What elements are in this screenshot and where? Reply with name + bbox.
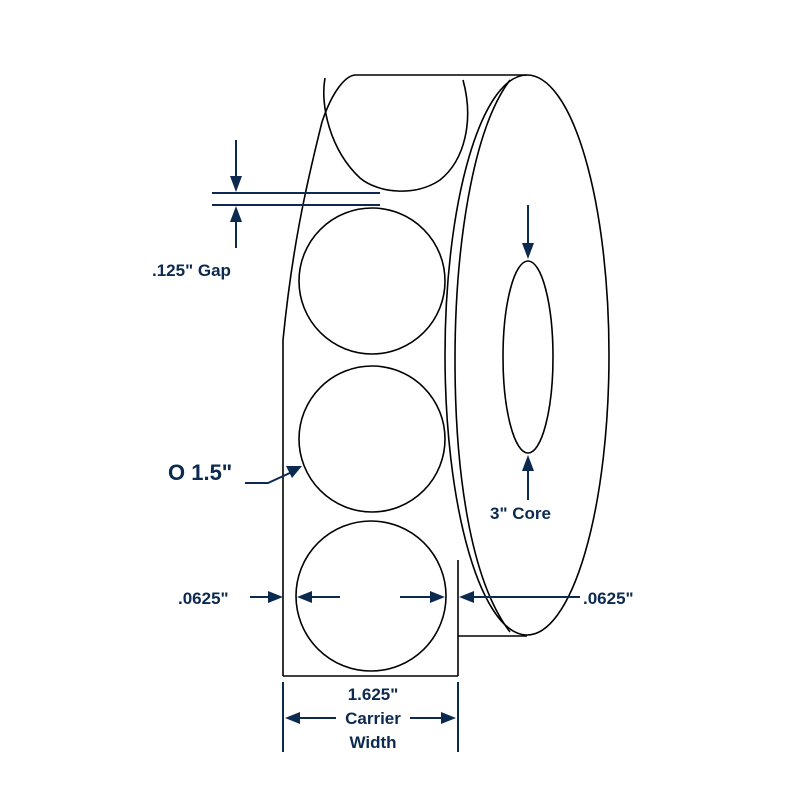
carrier-width-right-arrow-icon bbox=[441, 712, 456, 724]
diameter-arrow-icon bbox=[286, 466, 302, 478]
label-circle-top-partial bbox=[322, 77, 469, 192]
core-arrow-up-icon bbox=[522, 455, 534, 471]
carrier-strip bbox=[282, 340, 459, 677]
roll-rim-curve bbox=[454, 79, 511, 633]
roll-side-face bbox=[444, 74, 610, 636]
gap-arrow-up-icon bbox=[230, 206, 242, 222]
label-circle bbox=[295, 520, 447, 672]
gap-dimension: .125" Gap bbox=[152, 140, 380, 280]
core-dimension: 3" Core bbox=[490, 205, 551, 523]
label-circle bbox=[298, 207, 446, 355]
diameter-dimension: O 1.5" bbox=[168, 460, 302, 485]
roll-core-hole bbox=[502, 260, 554, 454]
margin-right-outer-arrow-icon bbox=[459, 591, 474, 603]
core-arrow-down-icon bbox=[522, 243, 534, 259]
roll-body bbox=[282, 74, 610, 637]
margin-right-inner-arrow-icon bbox=[430, 591, 445, 603]
label-circle bbox=[298, 365, 446, 513]
margin-left-inner-arrow-icon bbox=[297, 591, 312, 603]
roll-left-curve bbox=[282, 121, 323, 341]
gap-label: .125" Gap bbox=[152, 261, 231, 280]
margin-left-label: .0625" bbox=[178, 589, 229, 608]
carrier-width-label-width: Width bbox=[349, 733, 396, 752]
margin-right-label: .0625" bbox=[583, 589, 634, 608]
margin-left-outer-arrow-icon bbox=[268, 591, 283, 603]
gap-arrow-down-icon bbox=[230, 176, 242, 192]
diameter-leader-line bbox=[245, 471, 293, 484]
core-label: 3" Core bbox=[490, 504, 551, 523]
carrier-width-dimension: 1.625" Carrier Width bbox=[282, 682, 459, 752]
margin-dimensions: .0625" .0625" bbox=[178, 589, 634, 608]
carrier-width-left-arrow-icon bbox=[285, 712, 300, 724]
labels-on-roll bbox=[295, 77, 469, 672]
carrier-width-value: 1.625" bbox=[348, 685, 399, 704]
carrier-width-label-carrier: Carrier bbox=[345, 709, 401, 728]
diameter-label: O 1.5" bbox=[168, 460, 232, 485]
roll-top-edge bbox=[321, 74, 527, 123]
